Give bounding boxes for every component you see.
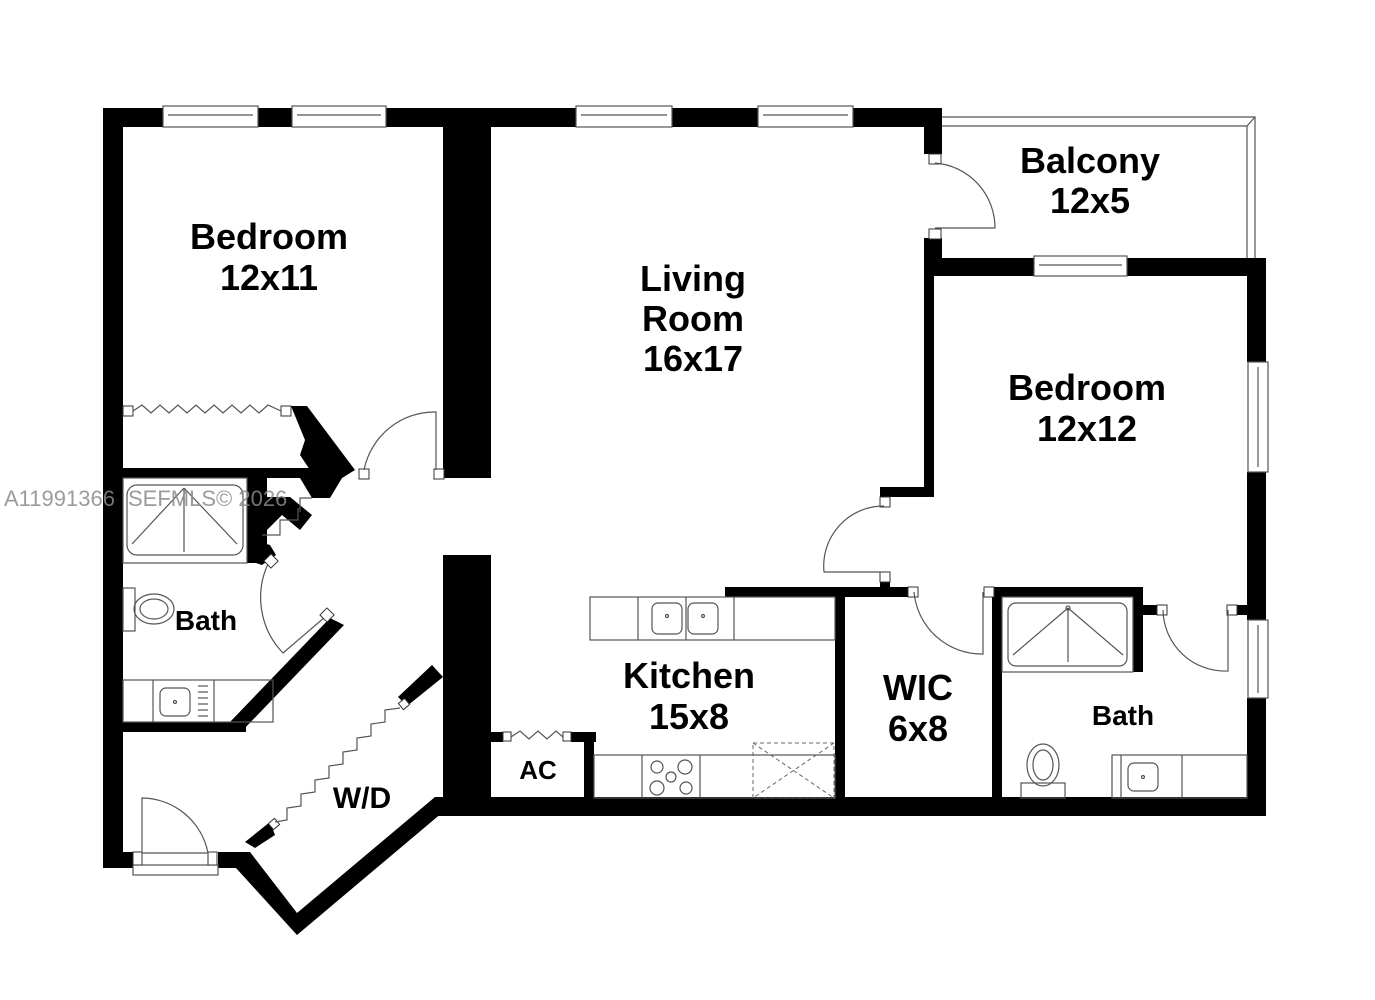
room-labels: Bedroom 12x11 Living Room 16x17 Balcony … (175, 140, 1166, 815)
wic-label: WIC (883, 667, 953, 708)
doors (132, 153, 1238, 866)
living-room-label-line2: Room (642, 298, 744, 339)
bedroom-2-label: Bedroom (1008, 367, 1166, 408)
watermark: A11991366 SEFMLS© 2026 (4, 486, 287, 511)
balcony-label: Balcony (1020, 140, 1160, 181)
living-room-dims: 16x17 (643, 338, 743, 379)
bath-2-label: Bath (1092, 700, 1154, 731)
kitchen-dims: 15x8 (649, 696, 729, 737)
wic-dims: 6x8 (888, 708, 948, 749)
listing-id-watermark: A11991366 (4, 486, 115, 511)
bedroom-1-label: Bedroom (190, 216, 348, 257)
walls (103, 108, 1266, 935)
bedroom-2-dims: 12x12 (1037, 408, 1137, 449)
ac-label: AC (519, 755, 557, 785)
wd-label: W/D (333, 782, 391, 815)
bath-1-label: Bath (175, 605, 237, 636)
fixtures (122, 477, 1248, 799)
balcony-dims: 12x5 (1050, 180, 1130, 221)
kitchen-label: Kitchen (623, 655, 755, 696)
bedroom-1-dims: 12x11 (220, 257, 318, 298)
copyright-watermark: SEFMLS© 2026 (128, 486, 287, 511)
living-room-label-line1: Living (640, 258, 746, 299)
balcony-railing (940, 116, 1256, 260)
windows (132, 105, 1269, 876)
bifold-doors (122, 404, 572, 831)
